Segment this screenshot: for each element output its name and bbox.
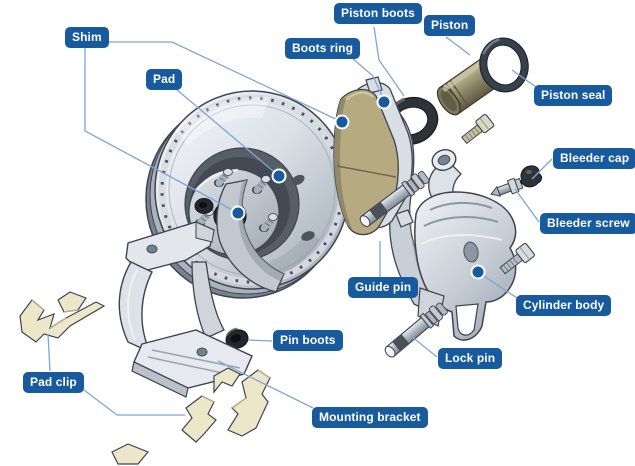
label-shim: Shim (65, 27, 109, 48)
leader-pad-clip-b (83, 389, 185, 416)
leader-shim-a (84, 48, 239, 214)
pad-clip-upper (19, 291, 106, 343)
label-guide-pin: Guide pin (348, 277, 419, 298)
leader-boots-ring (351, 57, 385, 101)
label-bleeder-screw: Bleeder screw (540, 213, 635, 234)
leader-pad-clip-a (47, 333, 51, 372)
label-cylinder-body: Cylinder body (516, 295, 612, 316)
label-lock-pin: Lock pin (438, 348, 503, 369)
leader-bleeder-screw (514, 188, 540, 223)
leader-pin-boots (247, 339, 273, 342)
pad-clip-lower (111, 367, 271, 465)
leader-mounting-bracket (217, 360, 314, 409)
leader-bleeder-cap (531, 158, 553, 180)
piston-seal-part (479, 37, 529, 93)
leader-lines (47, 26, 553, 416)
leader-piston-boots (373, 26, 405, 97)
label-pin-boots: Pin boots (273, 330, 343, 351)
caliper-bolt-upper (461, 113, 495, 145)
leader-lock-pin (410, 335, 438, 358)
callout-dots (230, 94, 486, 280)
caliper-bolt-lower (499, 242, 535, 275)
pin-boots-part (225, 327, 249, 349)
label-piston-seal: Piston seal (534, 85, 613, 106)
label-boots-ring: Boots ring (285, 38, 360, 59)
guide-pin-part (359, 170, 430, 227)
mounting-bracket-part (118, 221, 253, 398)
label-piston-boots: Piston boots (334, 3, 422, 24)
lock-pin-part (384, 302, 448, 358)
bleeder-screw-part (490, 177, 524, 197)
label-bleeder-cap: Bleeder cap (553, 148, 635, 169)
leader-pad (175, 88, 280, 177)
label-pad: Pad (146, 69, 183, 90)
label-mounting-bracket: Mounting bracket (312, 407, 428, 428)
bleeder-cap-part (520, 165, 542, 188)
leader-cylinder-body (477, 271, 518, 299)
label-pad-clip: Pad clip (23, 372, 84, 393)
label-piston: Piston (424, 15, 476, 36)
leader-piston (445, 36, 471, 56)
leader-shim-b (105, 41, 343, 123)
leader-piston-seal (511, 69, 537, 88)
